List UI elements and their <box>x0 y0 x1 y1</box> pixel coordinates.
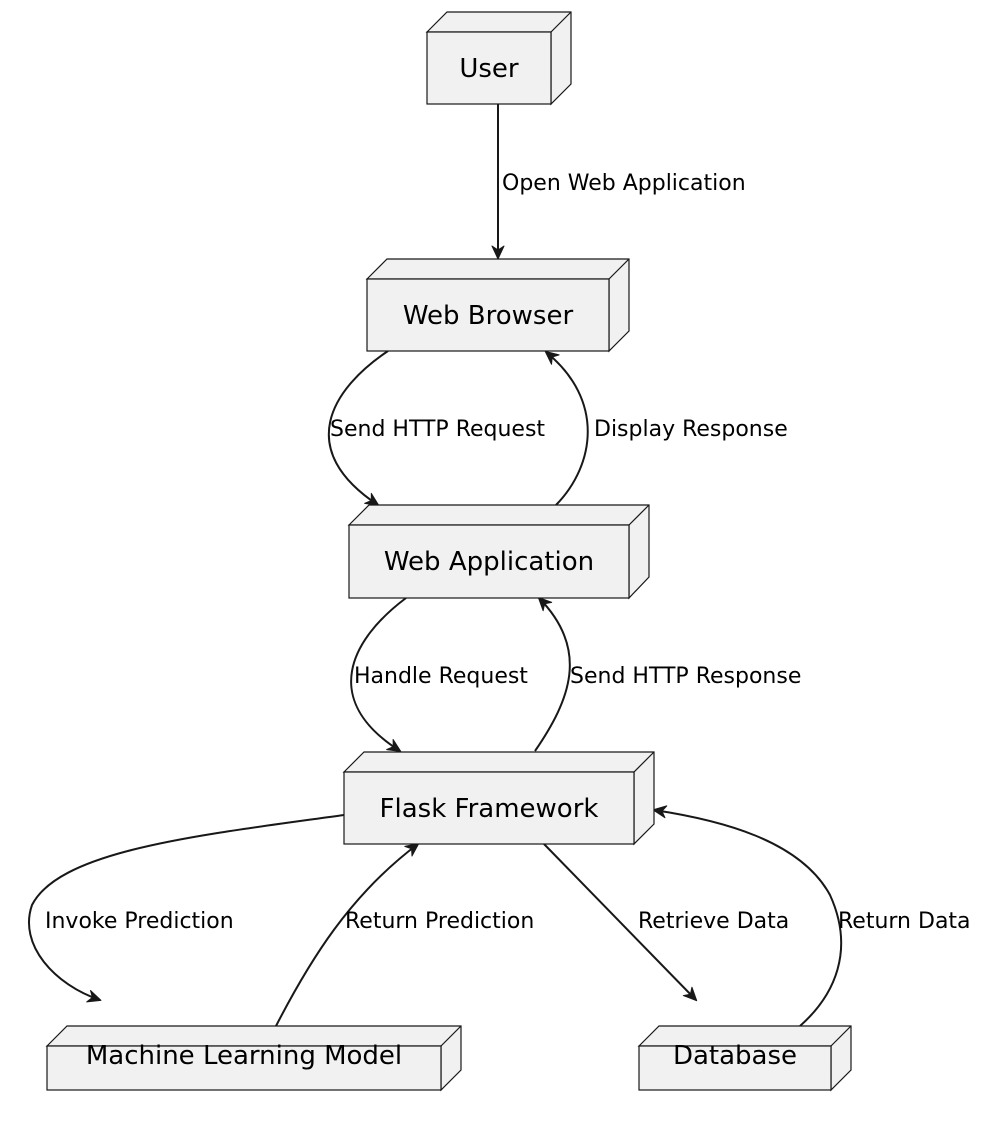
edge-return-prediction: Return Prediction <box>275 842 534 1027</box>
edge-label-send-http-response: Send HTTP Response <box>570 664 801 689</box>
node-web-browser-label: Web Browser <box>403 301 574 331</box>
node-web-browser: Web Browser <box>365 258 630 353</box>
node-database-label: Database <box>673 1041 797 1071</box>
edge-return-prediction-line <box>275 842 420 1027</box>
edge-send-http-request: Send HTTP Request <box>327 350 545 507</box>
edge-label-retrieve-data: Retrieve Data <box>638 909 789 934</box>
node-flask-framework-front <box>343 771 635 845</box>
node-web-application-front <box>348 524 630 599</box>
edge-label-open-web-application: Open Web Application <box>502 171 746 196</box>
edge-open-web-application: Open Web Application <box>491 104 746 260</box>
node-machine-learning-model: Machine Learning Model <box>45 1025 462 1092</box>
node-machine-learning-model-label: Machine Learning Model <box>86 1041 402 1071</box>
edge-invoke-prediction: Invoke Prediction <box>28 814 345 1003</box>
edge-retrieve-data-line <box>543 843 698 1002</box>
edge-send-http-request-line <box>327 350 389 507</box>
node-user: User <box>425 11 572 106</box>
edge-label-handle-request: Handle Request <box>354 664 528 689</box>
edge-send-http-response: Send HTTP Response <box>534 596 801 752</box>
edge-retrieve-data: Retrieve Data <box>543 843 789 1002</box>
node-web-application-label: Web Application <box>384 547 594 577</box>
edge-handle-request-line <box>350 597 407 753</box>
node-flask-framework-label: Flask Framework <box>380 794 599 824</box>
edge-label-display-response: Display Response <box>594 417 788 442</box>
node-user-label: User <box>459 54 519 84</box>
edge-invoke-prediction-line <box>28 814 345 1003</box>
edge-display-response-line <box>544 350 589 506</box>
node-user-front <box>426 31 552 105</box>
edge-return-data: Return Data <box>652 805 971 1027</box>
edge-handle-request: Handle Request <box>350 597 528 753</box>
node-machine-learning-model-front <box>46 1045 442 1091</box>
node-database-front <box>638 1045 832 1091</box>
edge-label-send-http-request: Send HTTP Request <box>330 417 545 442</box>
edge-return-data-line <box>652 805 843 1027</box>
node-web-browser-front <box>366 278 610 352</box>
edge-display-response: Display Response <box>544 350 788 506</box>
node-database: Database <box>637 1025 852 1092</box>
edge-send-http-response-line <box>534 596 571 752</box>
edge-label-invoke-prediction: Invoke Prediction <box>45 909 234 934</box>
node-web-application: Web Application <box>347 504 650 600</box>
edge-label-return-data: Return Data <box>838 909 971 934</box>
node-flask-framework: Flask Framework <box>342 751 655 846</box>
edge-label-return-prediction: Return Prediction <box>345 909 534 934</box>
